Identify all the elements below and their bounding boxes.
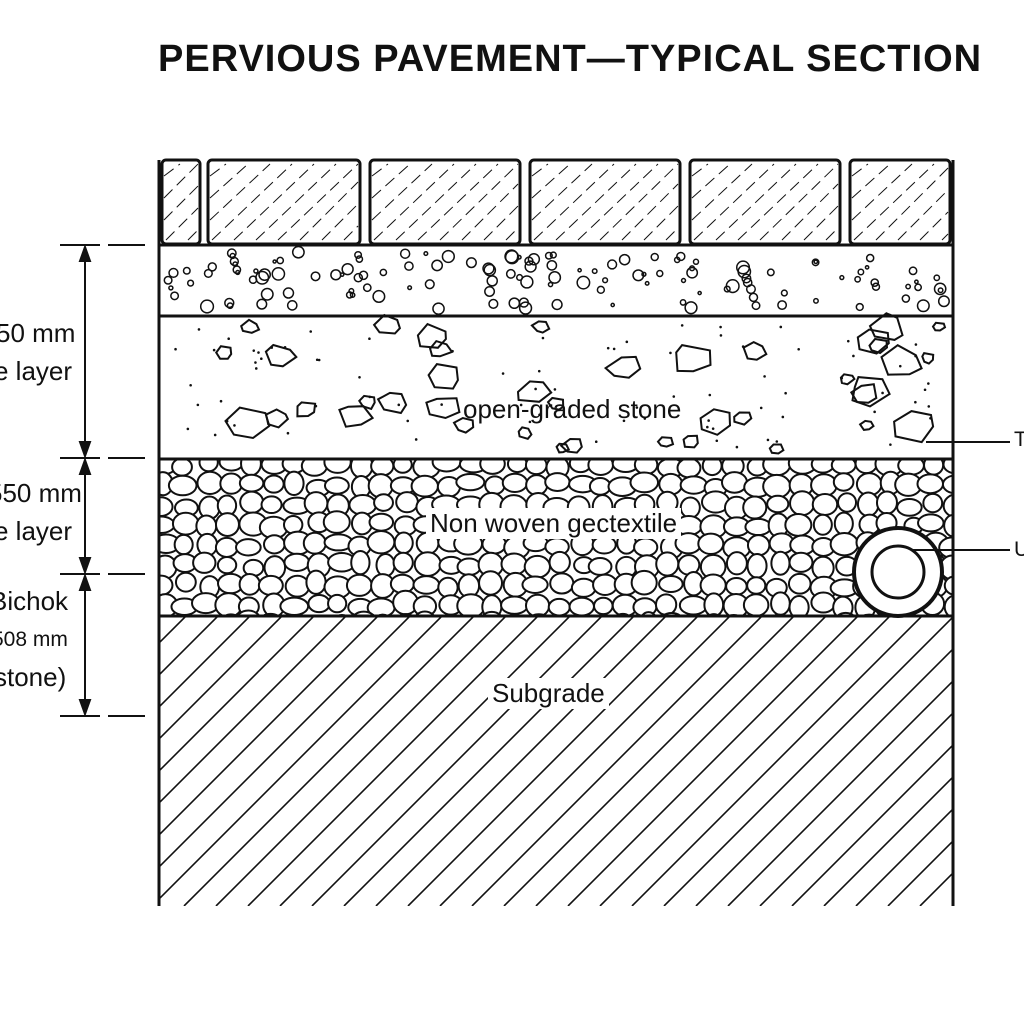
geotextile-label: Non woven gectextile [426, 508, 682, 539]
permeable-pavers [160, 158, 952, 246]
bedding-aggregate-layer [163, 245, 950, 316]
paver [160, 158, 202, 246]
paver [848, 158, 952, 246]
subgrade-label: Subgrade [488, 678, 609, 709]
callout-top-label: T [1014, 428, 1024, 451]
callout-leaders [912, 441, 1010, 551]
open-graded-stone-layer [174, 312, 947, 455]
dim3-name: Bichok [0, 586, 69, 616]
layer-boundaries [157, 160, 955, 906]
dim1-value: 50 mm [0, 318, 76, 348]
paver [206, 158, 362, 246]
open-graded-stone-label: open-graded stone [463, 394, 682, 424]
callout-pipe-label: U [1014, 538, 1024, 561]
drawing-title: PERVIOUS PAVEMENT—TYPICAL SECTION [158, 38, 983, 80]
reservoir-cobble-layer [160, 460, 952, 615]
dim3-value: 508 mm [0, 628, 68, 651]
dimension-lines [60, 244, 145, 717]
underdrain-pipe-icon [852, 526, 944, 618]
dim1-name: e layer [0, 356, 73, 386]
subgrade-hatch [160, 616, 952, 906]
dim3-note: stone) [0, 662, 67, 692]
dim2-value: 550 mm [0, 478, 82, 508]
dim2-name: e layer [0, 516, 73, 546]
